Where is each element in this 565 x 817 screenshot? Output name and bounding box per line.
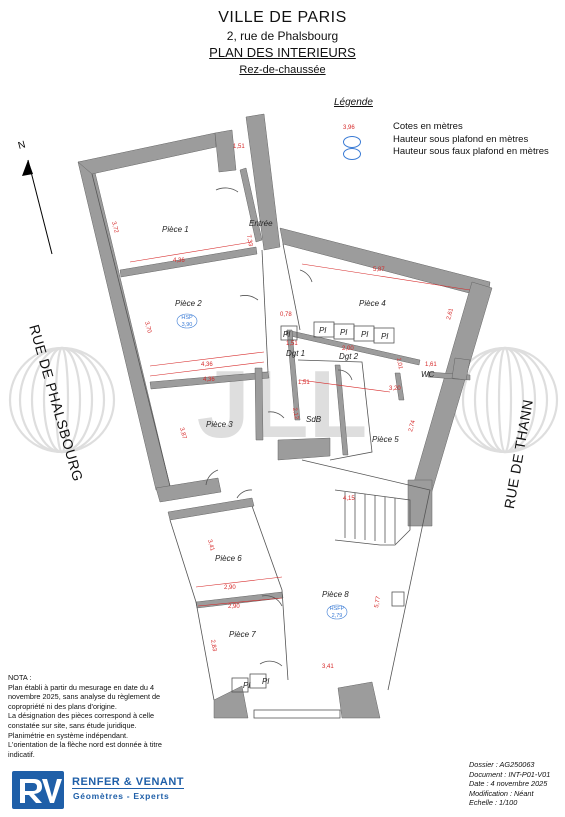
dim-4-36-b: 4,36 xyxy=(201,362,213,368)
company-name: RENFER & VENANT xyxy=(72,776,185,788)
dim-4-36-c: 4,36 xyxy=(203,377,215,383)
hsfp-value-piece-8: 2,79 xyxy=(332,613,343,619)
dim-3-41-a: 3,41 xyxy=(206,539,215,552)
legend-hsp-label: Hauteur sous plafond en mètres xyxy=(393,134,529,145)
dim-1-51-b: 1,51 xyxy=(286,341,298,347)
info-modification: Modification : Néant xyxy=(469,788,534,798)
info-date: Date : 4 novembre 2025 xyxy=(469,779,548,789)
dim-7-33: 7,33 xyxy=(245,234,253,247)
height-tags: HSP 3,90 HSFP 2,79 xyxy=(176,313,348,620)
level-label: Rez-de-chaussée xyxy=(239,64,326,76)
nota-line: Planimétrie en système indépendant. xyxy=(8,730,129,740)
room-entree: Entrée xyxy=(249,219,273,228)
nota-block: NOTA : Plan établi à partir du mesurage … xyxy=(8,673,188,759)
legend-dimension-label: Cotes en mètres xyxy=(393,121,463,132)
room-piece-1: Pièce 1 xyxy=(162,225,189,234)
dim-2-12: 2,12 xyxy=(291,407,299,420)
hsp-tag-piece-2: HSP xyxy=(181,315,193,321)
room-pl: Pl xyxy=(381,332,388,341)
room-dgt-2: Dgt 2 xyxy=(339,352,359,361)
city-title: VILLE DE PARIS xyxy=(218,9,347,26)
address: 2, rue de Phalsbourg xyxy=(226,29,339,43)
plan-title: PLAN DES INTERIEURS xyxy=(209,45,356,60)
nota-line: Plan établi à partir du mesurage en date… xyxy=(8,682,155,692)
dim-1-61: 1,61 xyxy=(425,362,437,368)
room-piece-3: Pièce 3 xyxy=(206,420,233,429)
interior-lines xyxy=(91,173,431,719)
company-divider xyxy=(72,788,184,789)
dim-1-51: 1,51 xyxy=(233,144,245,150)
legend-hsp-symbol xyxy=(343,136,361,148)
legend-hsfp-label: Hauteur sous faux plafond en mètres xyxy=(393,146,549,157)
room-piece-6: Pièce 6 xyxy=(215,554,242,563)
dim-2-61: 2,61 xyxy=(446,307,455,320)
room-piece-2: Pièce 2 xyxy=(175,299,202,308)
info-echelle: Echelle : 1/100 xyxy=(469,798,518,808)
company-subtitle: Géomètres - Experts xyxy=(73,791,170,801)
room-sdb: SdB xyxy=(306,415,322,424)
rv-monogram-icon xyxy=(20,779,62,803)
info-document: Document : INT-P01-V01 xyxy=(469,769,551,779)
nota-title: NOTA : xyxy=(8,673,32,682)
room-piece-5: Pièce 5 xyxy=(372,435,399,444)
nota-line: copropriété ni des plans d'origine. xyxy=(8,701,117,711)
room-pl: Pl xyxy=(243,681,250,690)
nota-line: novembre 2025, sans analyse du règlement… xyxy=(8,692,161,702)
dimension-lines xyxy=(129,241,471,607)
dim-2-00: 2,00 xyxy=(342,346,354,352)
room-pl: Pl xyxy=(340,328,347,337)
dim-3-87: 3,87 xyxy=(178,427,187,440)
dim-1-51-c: 1,51 xyxy=(298,380,310,386)
dim-1-01: 1,01 xyxy=(395,357,403,370)
legend-hsfp-symbol xyxy=(343,148,361,160)
info-dossier: Dossier : AG250063 xyxy=(469,760,535,769)
dim-3-20: 3,20 xyxy=(389,386,401,392)
company-logo-icon xyxy=(12,771,64,809)
dim-2-74: 2,74 xyxy=(408,419,417,432)
nota-line: La désignation des pièces correspond à c… xyxy=(8,711,155,721)
dim-3-70: 3,70 xyxy=(143,321,152,334)
dim-2-90-b: 2,90 xyxy=(228,604,240,610)
room-piece-4: Pièce 4 xyxy=(359,299,386,308)
hsp-value-piece-2: 3,90 xyxy=(182,322,193,328)
nota-line: indicatif. xyxy=(8,749,35,759)
dim-3-72: 3,72 xyxy=(110,221,119,234)
legend-dimension-symbol: 3,96 xyxy=(343,125,355,131)
dim-2-83: 2,83 xyxy=(209,639,217,652)
dim-4-15: 4,15 xyxy=(343,496,355,502)
dim-2-90-a: 2,90 xyxy=(224,585,236,591)
room-dgt-1: Dgt 1 xyxy=(286,349,305,358)
legend-title: Légende xyxy=(334,97,373,108)
room-pl: Pl xyxy=(319,326,326,335)
room-pl: Pl xyxy=(262,677,269,686)
north-label: N xyxy=(17,139,27,151)
room-pl: Pl xyxy=(361,330,368,339)
dim-3-41-b: 3,41 xyxy=(322,664,334,670)
dimensions: 1,51 7,33 3,72 4,36 3,70 4,36 4,36 5,87 … xyxy=(110,144,455,670)
room-labels: Pièce 1 Entrée Pièce 2 Pièce 4 Dgt 1 Dgt… xyxy=(162,219,435,690)
walls xyxy=(77,113,493,719)
north-arrow: N xyxy=(17,139,53,255)
dim-5-77: 5,77 xyxy=(374,595,382,608)
dim-5-87: 5,87 xyxy=(373,267,385,273)
room-pl: Pl xyxy=(283,330,290,339)
dim-0-78: 0,78 xyxy=(280,312,292,318)
room-wc: WC xyxy=(421,370,435,379)
nota-line: constatée sur site, sans étude juridique… xyxy=(8,720,137,730)
dim-4-36-a: 4,36 xyxy=(173,258,185,264)
room-piece-8: Pièce 8 xyxy=(322,590,349,599)
hsfp-tag-piece-8: HSFP xyxy=(330,606,345,612)
room-piece-7: Pièce 7 xyxy=(229,630,256,639)
document-info: Dossier : AG250063 Document : INT-P01-V0… xyxy=(469,760,550,808)
nota-line: L'orientation de la flèche nord est donn… xyxy=(8,740,162,750)
